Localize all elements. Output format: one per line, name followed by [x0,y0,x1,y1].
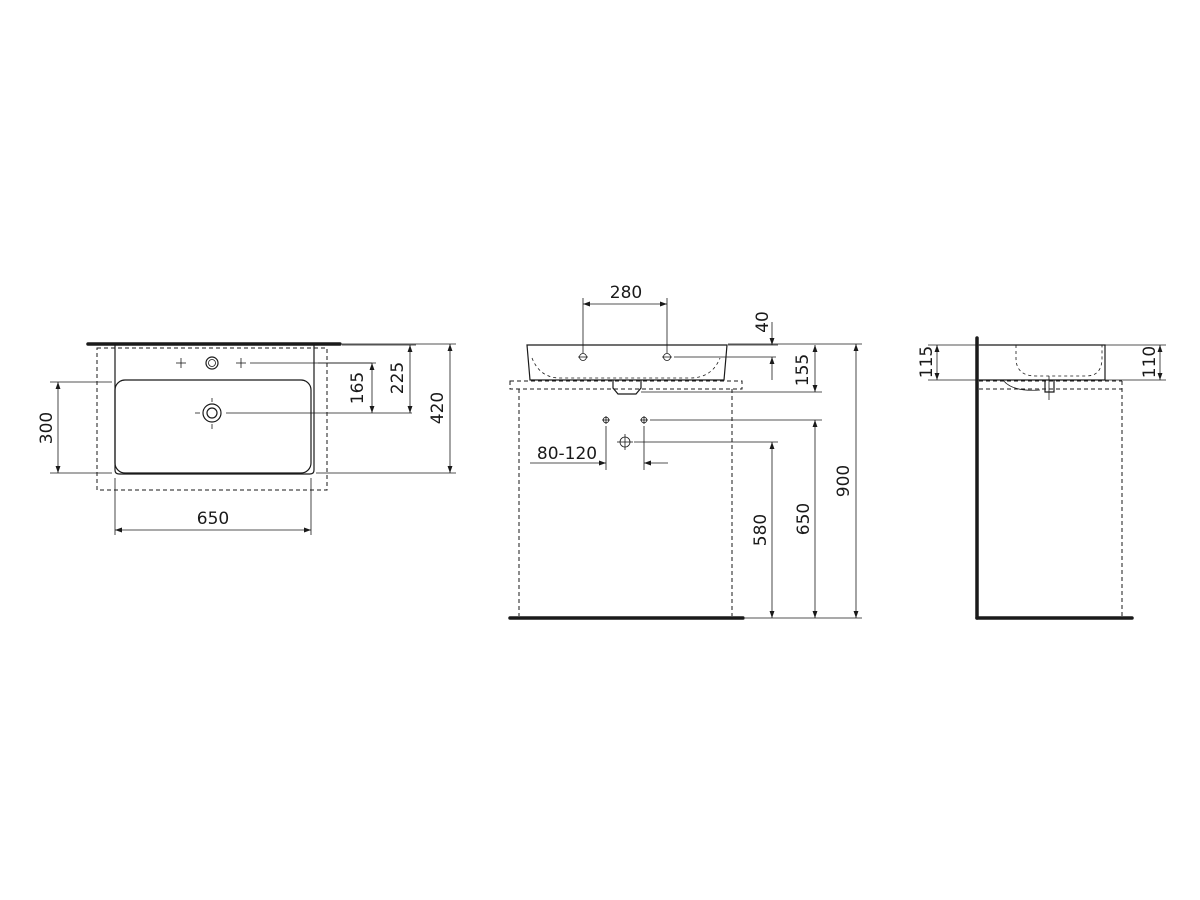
front-counter [509,380,743,390]
counter-outline [96,347,328,491]
front-basin [526,344,728,381]
side-waste [1044,380,1055,393]
dim-650-height-label: 650 [794,503,814,535]
dim-115-label: 115 [917,346,937,378]
dim-165-label: 165 [348,372,368,404]
plan-view: 300 650 165 225 420 [37,342,456,535]
side-view: 115 110 [917,336,1166,620]
dim-580-label: 580 [751,514,771,546]
dim-225-label: 225 [388,362,408,394]
dim-40-label: 40 [753,311,773,333]
dim-80-120-label: 80-120 [537,444,597,464]
dim-155-label: 155 [793,354,813,386]
basin-bowl [114,379,312,474]
dim-650-label: 650 [197,509,229,529]
front-waste [612,380,642,395]
front-view: 280 40 155 900 80-120 58 [508,283,862,620]
dim-300-label: 300 [37,412,57,444]
dim-420-label: 420 [428,392,448,424]
tap-hole [205,356,219,370]
dim-900-label: 900 [834,465,854,497]
side-basin [979,344,1106,381]
dim-110-label: 110 [1140,346,1160,378]
waste-hole [202,403,222,423]
basin-outer [114,345,315,475]
dim-280-label: 280 [610,283,642,303]
